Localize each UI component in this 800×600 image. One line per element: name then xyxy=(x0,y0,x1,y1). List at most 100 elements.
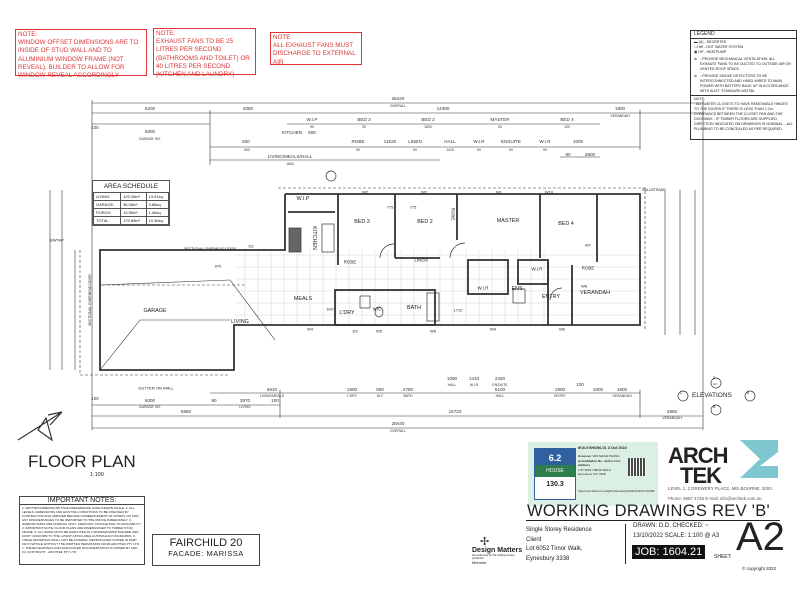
dim-label: BATH xyxy=(403,394,413,398)
dimension-lines xyxy=(49,100,704,430)
garage-door-label: SECTIONAL OVERHEAD DOOR xyxy=(184,247,236,251)
floor-tile-grid xyxy=(235,250,640,325)
dim-label: 90 xyxy=(498,125,502,129)
dim: 2860 xyxy=(666,409,678,414)
dim-label: HALL xyxy=(447,383,457,387)
room-entry: ENTRY xyxy=(541,294,561,300)
dim-label: LIVING/MEALS xyxy=(259,394,285,398)
elevations-label: ELEVATIONS xyxy=(692,392,732,399)
window-tag: W7 xyxy=(585,242,591,248)
garage-door-label: SECTIONAL OVERHEAD DOOR xyxy=(88,274,92,326)
room-living: LIVING xyxy=(231,319,249,325)
dim-label: 90 xyxy=(310,125,314,129)
job-number: JOB: 1604.21 xyxy=(632,545,706,559)
dim: BED 3 xyxy=(357,117,371,122)
window-tag: W4 xyxy=(307,326,313,332)
door-tag: D3 xyxy=(352,328,358,334)
door-tag: D2 xyxy=(248,243,254,249)
room-wir-ensuite: W.I.R xyxy=(477,285,489,291)
design-matters-member: Member xyxy=(472,560,487,565)
note-exhaust-rate: NOTE: EXHAUST FANS TO BE 25 LITRES PER S… xyxy=(153,28,256,78)
legend-item: ▬ (A) - DECRETED xyxy=(694,40,727,44)
dim: 970 xyxy=(214,263,222,269)
room-ensuite: ENS xyxy=(511,286,523,292)
important-notes-text: 1. WRITTEN DIMENSIONS TAKE PRECEDENCE OV… xyxy=(22,506,142,554)
dim: LIVING/MEALS/HALL xyxy=(267,154,313,159)
window-tag: W2 xyxy=(362,189,368,195)
legend: LEGEND ▬ (A) - DECRETED □ HW - HOT WATER… xyxy=(690,30,797,140)
dim: KITCHEN xyxy=(281,130,303,135)
dim-label: ENSUITE xyxy=(492,383,508,387)
note-text: ALL EXHAUST FANS MUST DISCHARGE TO EXTER… xyxy=(273,42,356,66)
elevation-marker-d: D xyxy=(713,376,716,380)
north-arrow-icon xyxy=(17,411,63,442)
dim: 900 xyxy=(376,387,384,392)
dim-label: 100 xyxy=(564,125,570,129)
dim: 2420 xyxy=(494,376,506,381)
elevation-marker-b: B xyxy=(713,405,716,409)
window-tag: W5 xyxy=(430,328,436,334)
room-robe-bed4: ROBE xyxy=(581,265,595,271)
copyright: © copyright 2022 xyxy=(742,566,777,571)
archtek-logo: ARCH TEK xyxy=(668,445,729,488)
note-text: WINDOW OFFSET DIMENSIONS ARE TO INSIDE O… xyxy=(18,39,139,80)
dim: 6200 xyxy=(144,106,156,111)
dim: 11620 xyxy=(383,139,397,144)
design-matters-name: Design Matters xyxy=(472,547,523,554)
company-contact: Phone: 9687 4748 E-mail: info@archtek.co… xyxy=(668,496,762,501)
dim: 2780 xyxy=(402,387,414,392)
address-label: Address xyxy=(578,463,591,467)
room-bed-2: BED 2 xyxy=(417,219,433,225)
dim: ENSUITE xyxy=(501,139,521,144)
legend-general-note: - ALL WATER CLOSETS TO HAVE REMOVABLE HI… xyxy=(694,102,793,131)
dim-label: W.C xyxy=(376,394,384,398)
room-kitchen: KITCHEN xyxy=(311,226,317,250)
dim-label: 90 xyxy=(413,148,417,152)
dim: 775 xyxy=(409,204,417,210)
dim: 100 xyxy=(271,398,279,403)
suburb: Eynesbury 3338 xyxy=(526,555,570,562)
roof-outline xyxy=(79,187,646,376)
logo-text: TEK xyxy=(680,463,722,488)
dim-label: ENTRY xyxy=(554,394,566,398)
accreditation-label: Accreditation No. xyxy=(578,458,603,463)
dim: HALL xyxy=(444,139,456,144)
drawn-checked: DRAWN: D.D. CHECKED: ~ xyxy=(633,523,709,529)
dim-label: LIVING xyxy=(239,405,251,409)
dim: 1410 xyxy=(468,376,480,381)
dim: 1000 xyxy=(592,387,604,392)
dim: ROBE xyxy=(351,139,365,144)
dim: LINEN xyxy=(408,139,422,144)
design-matters-logo: ✢ Design Matters the peak body for the b… xyxy=(472,537,523,566)
note-title: NOTE: xyxy=(18,31,38,38)
dim-label: 1800 xyxy=(424,125,432,129)
qr-code-icon xyxy=(628,458,646,476)
room-robe-bed3: ROBE xyxy=(343,259,357,265)
dim: BED 4 xyxy=(560,117,574,122)
walls xyxy=(99,193,641,371)
window-tag: W2 xyxy=(421,189,427,195)
assessor-label: Assessor xyxy=(578,454,592,458)
divider xyxy=(526,520,780,521)
dim-label: 90 xyxy=(509,148,513,152)
project-info: Single Storey Residence Client Lot 6052 … xyxy=(526,526,592,564)
dim-label: OVERALL xyxy=(389,104,407,108)
dim: 5860 xyxy=(180,409,192,414)
important-notes-title: IMPORTANT NOTES: xyxy=(20,497,144,505)
nathers-badge: 6.2 HOUSE 130.3 xyxy=(534,448,576,500)
dim: 1000 xyxy=(572,139,584,144)
dim: BED 2 xyxy=(421,117,435,122)
smoke-detector-icon: ⊚ xyxy=(694,74,698,78)
dim: 5100 xyxy=(494,387,506,392)
exhaust-fan-icon: ⊛ xyxy=(694,57,698,61)
energy-mj: 130.3 xyxy=(546,481,564,488)
note-title: NOTE: xyxy=(156,30,176,37)
dim-label: 90 xyxy=(356,148,360,152)
dim-label: 1600 xyxy=(286,162,294,166)
star-rating: 6.2 xyxy=(535,449,575,465)
balustrade-label: BALUSTRADE xyxy=(642,188,666,192)
window-tag: W10 xyxy=(544,189,554,195)
dim: 1090 xyxy=(446,376,458,381)
